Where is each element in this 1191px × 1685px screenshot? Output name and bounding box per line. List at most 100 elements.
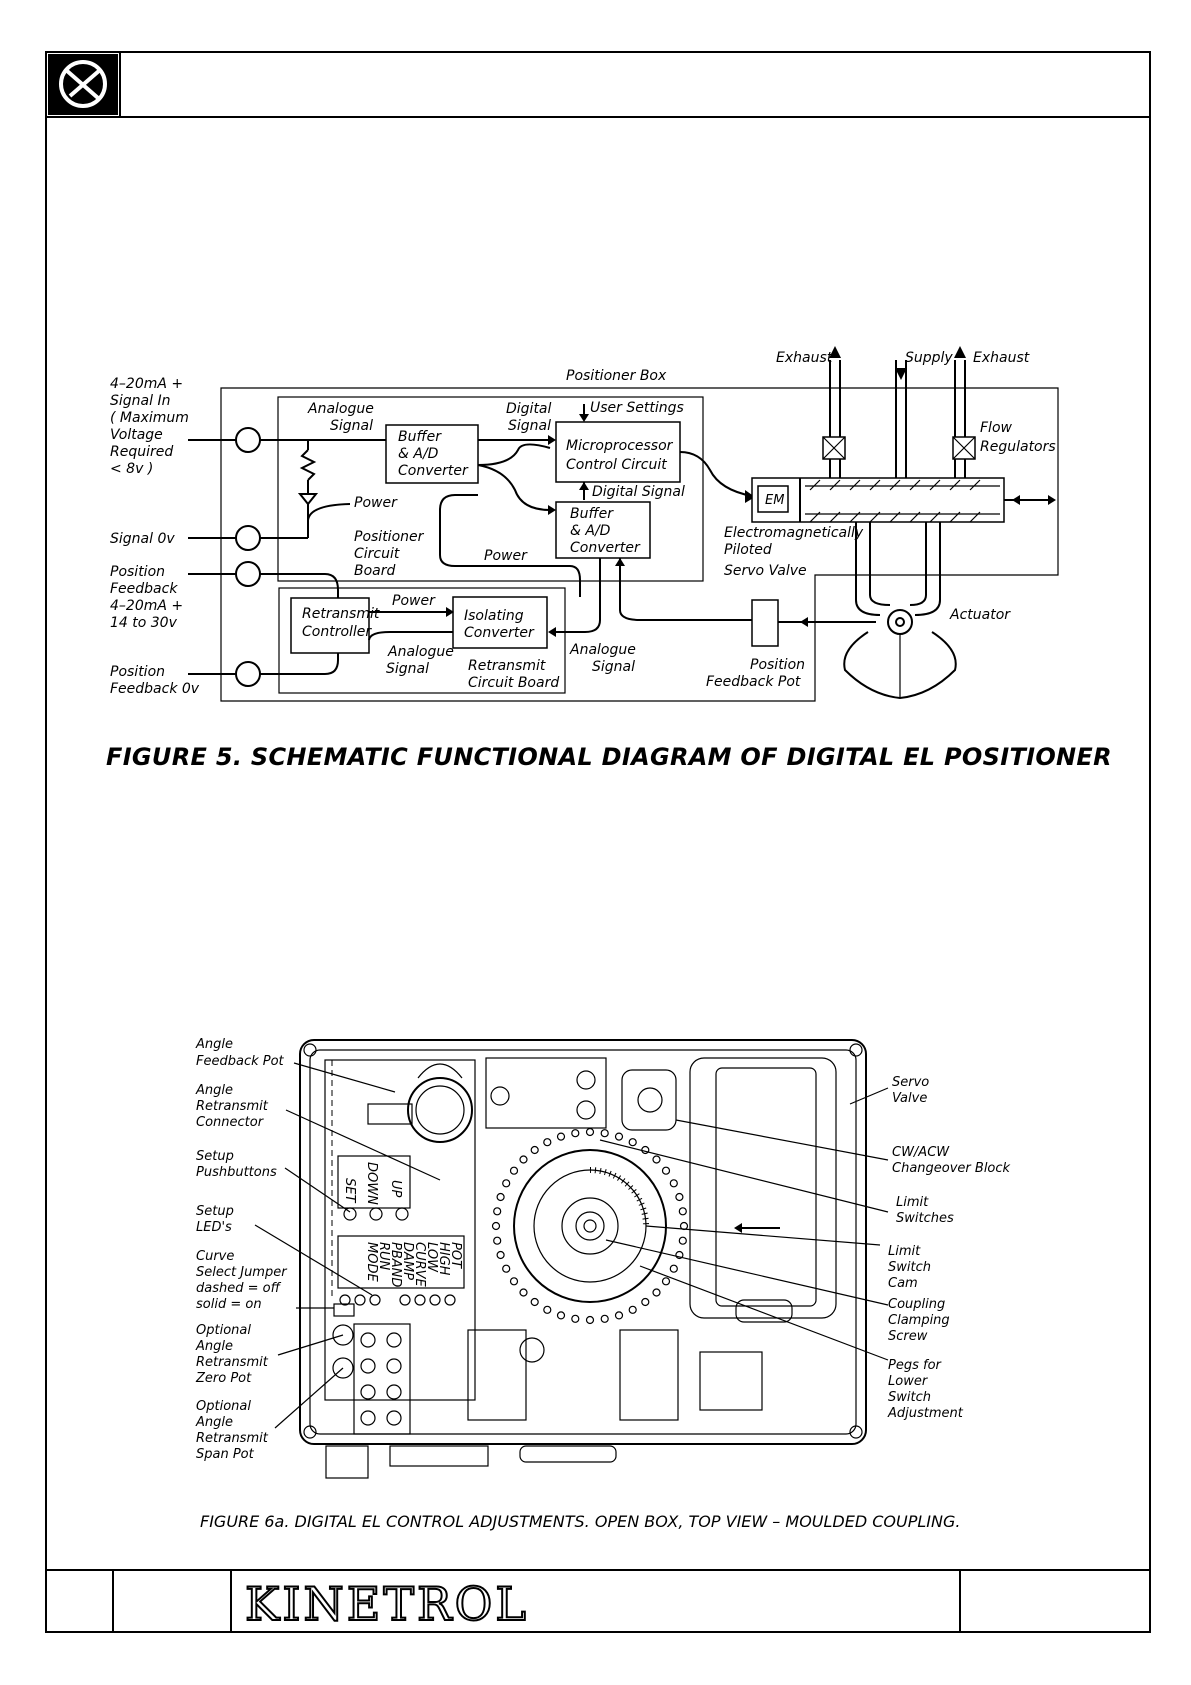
svg-text:Cam: Cam [888,1276,918,1291]
svg-text:Retransmit: Retransmit [302,606,380,622]
svg-text:Retransmit: Retransmit [196,1355,269,1370]
svg-text:Switches: Switches [896,1211,954,1226]
led-label: DAMP [400,1242,415,1280]
svg-text:Digital Signal: Digital Signal [592,484,685,500]
svg-text:Limit: Limit [896,1195,929,1210]
svg-text:Switch: Switch [888,1260,931,1275]
svg-text:< 8v ): < 8v ) [110,461,153,477]
led-label: CURVE [412,1242,427,1288]
svg-text:Limit: Limit [888,1244,921,1259]
svg-text:Flow: Flow [980,420,1013,436]
svg-text:Power: Power [354,495,398,511]
svg-text:Connector: Connector [196,1115,265,1130]
svg-text:Isolating: Isolating [464,608,524,624]
svg-text:Pegs for: Pegs for [888,1358,943,1373]
svg-text:Valve: Valve [892,1091,927,1106]
svg-text:Feedback 0v: Feedback 0v [110,681,200,697]
svg-text:Changeover Block: Changeover Block [892,1161,1011,1176]
svg-text:Position: Position [110,564,165,580]
svg-text:Feedback Pot: Feedback Pot [706,674,801,690]
adjustment-peg [493,1207,502,1216]
svg-text:Feedback Pot: Feedback Pot [196,1054,285,1069]
svg-text:Adjustment: Adjustment [887,1406,964,1421]
label-angle-retransmit-connector: Angle Retransmit Connector [195,1083,269,1130]
adjustment-peg [543,1138,552,1147]
svg-text:14 to 30v: 14 to 30v [110,615,178,631]
svg-text:Buffer: Buffer [570,506,614,522]
svg-text:Setup: Setup [196,1149,234,1164]
adjustment-peg [585,1127,595,1137]
svg-text:Digital: Digital [506,401,552,417]
svg-text:Control Circuit: Control Circuit [566,457,667,473]
svg-text:Select Jumper: Select Jumper [196,1265,288,1280]
svg-text:Converter: Converter [464,625,535,641]
adjustment-peg [556,1132,566,1141]
svg-text:Microprocessor: Microprocessor [566,438,674,454]
svg-text:Supply: Supply [905,350,953,366]
figure6a-labels: Angle Feedback Pot Angle Retransmit Conn… [195,1037,1011,1462]
svg-text:SET: SET [342,1178,357,1203]
adjustment-peg [669,1264,678,1273]
svg-text:4–20mA +: 4–20mA + [110,598,183,614]
svg-text:Converter: Converter [398,463,469,479]
svg-text:Coupling: Coupling [888,1297,945,1312]
figure5-labels: 4–20mA + Signal In ( Maximum Voltage Req… [110,350,1056,697]
svg-text:Circuit Board: Circuit Board [468,675,559,691]
position-feedback-0v-label: Position Feedback 0v [110,664,200,697]
adjustment-peg [585,1315,595,1325]
adjustment-peg [628,1305,637,1314]
positioner-box-label: Positioner Box [566,368,667,384]
svg-text:Optional: Optional [196,1323,251,1338]
adjustment-peg [496,1250,505,1260]
adjustment-peg [652,1288,661,1297]
svg-text:Setup: Setup [196,1204,234,1219]
svg-text:dashed = off: dashed = off [196,1281,282,1296]
svg-text:Buffer: Buffer [398,429,442,445]
svg-text:Power: Power [484,548,528,564]
label-changeover-block: CW/ACW Changeover Block [892,1145,1011,1176]
label-setup-leds: Setup LED's [196,1204,234,1235]
adjustment-peg [556,1311,566,1320]
position-feedback-label: Position Feedback 4–20mA + 14 to 30v [110,564,183,631]
svg-text:Electromagnetically: Electromagnetically [724,525,864,541]
figure5-diagram: EM [188,346,1059,702]
figure6a-diagram: SET DOWN UP [254,1039,889,1479]
svg-text:solid = on: solid = on [196,1297,262,1312]
label-limit-switch-cam: Limit Switch Cam [888,1244,931,1291]
adjustment-peg [571,1129,580,1138]
svg-text:Circuit: Circuit [354,546,400,562]
label-curve-select-jumper: Curve Select Jumper dashed = off solid =… [196,1249,288,1312]
svg-text:& A/D: & A/D [398,446,439,462]
adjustment-peg [652,1155,661,1164]
svg-text:Lower: Lower [888,1374,929,1389]
svg-text:Optional: Optional [196,1399,251,1414]
label-pegs: Pegs for Lower Switch Adjustment [887,1358,964,1421]
adjustment-peg [628,1138,637,1147]
adjustment-peg [675,1250,684,1260]
adjustment-peg [661,1166,671,1175]
svg-text:Exhaust: Exhaust [776,350,833,366]
label-setup-pushbuttons: Setup Pushbuttons [196,1149,277,1180]
svg-text:Signal: Signal [330,418,373,434]
svg-text:Retransmit: Retransmit [468,658,546,674]
svg-text:Signal: Signal [508,418,551,434]
svg-text:Signal: Signal [592,659,635,675]
led-label: POT [448,1242,463,1269]
svg-text:Pushbuttons: Pushbuttons [196,1165,277,1180]
label-zero-pot: Optional Angle Retransmit Zero Pot [195,1323,269,1386]
label-span-pot: Optional Angle Retransmit Span Pot [195,1399,269,1462]
svg-text:LED's: LED's [196,1220,232,1235]
adjustment-peg [661,1277,671,1286]
adjustment-peg [491,1221,501,1231]
led-label: RUN [376,1242,391,1271]
svg-text:Voltage: Voltage [110,427,163,443]
signal-in-label: 4–20mA + Signal In ( Maximum Voltage Req… [110,376,189,477]
adjustment-peg [530,1297,539,1307]
svg-text:& A/D: & A/D [570,523,611,539]
adjustment-peg [614,1132,624,1141]
adjustment-peg [509,1166,519,1175]
svg-text:Curve: Curve [196,1249,234,1264]
svg-text:Clamping: Clamping [888,1313,950,1328]
adjustment-peg [678,1207,687,1216]
svg-text:Converter: Converter [570,540,641,556]
